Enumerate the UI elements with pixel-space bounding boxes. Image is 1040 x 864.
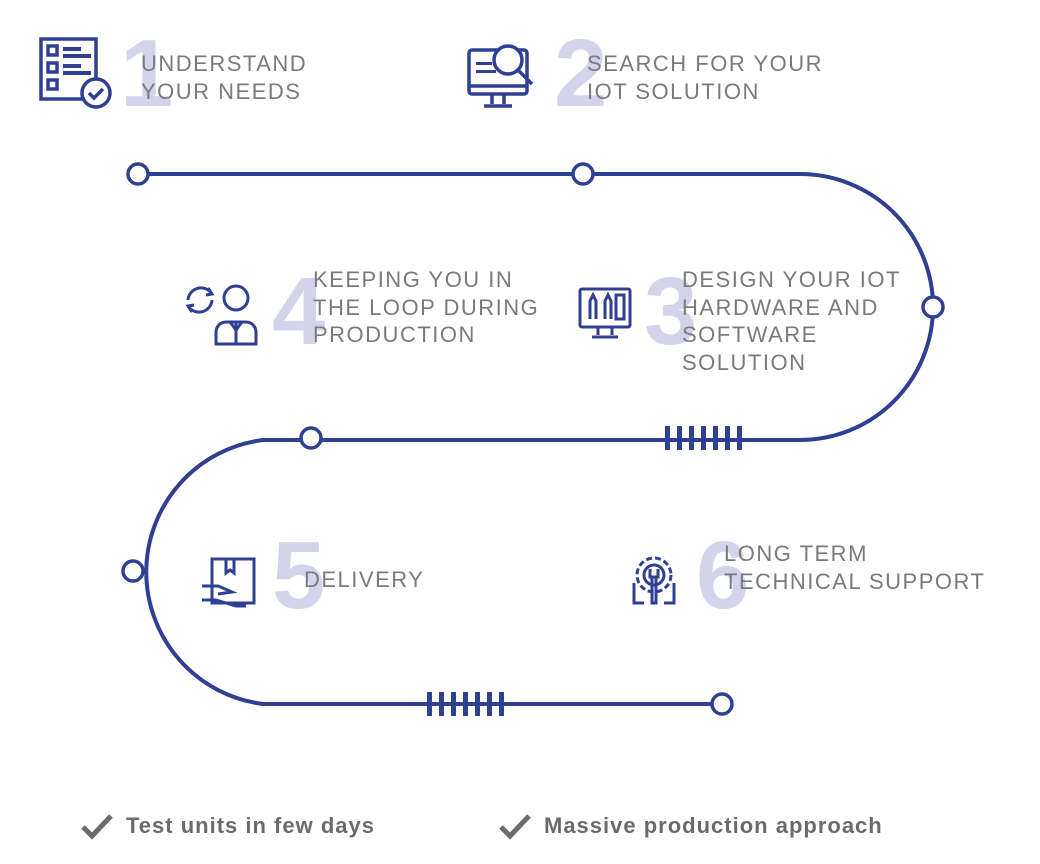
feature-item-1: Test units in few days [80, 812, 375, 840]
step-number-1: 1 [120, 20, 174, 127]
person-sync-icon [185, 284, 258, 346]
design-monitor-icon [578, 287, 632, 339]
node-3 [921, 295, 945, 319]
hatch-block-1 [665, 426, 742, 450]
hatch-block-2 [427, 692, 504, 716]
node-1 [126, 162, 150, 186]
step-label-2: SEARCH FOR YOUR IOT SOLUTION [587, 51, 824, 104]
step-label-5: DELIVERY [304, 567, 425, 592]
step-label-6: LONG TERM TECHNICAL SUPPORT [724, 541, 986, 594]
checklist-icon [39, 37, 112, 109]
checkmark-icon [499, 814, 531, 840]
package-hand-icon [202, 557, 256, 608]
node-2 [571, 162, 595, 186]
feature-item-2: Massive production approach [498, 812, 883, 840]
node-6 [710, 692, 734, 716]
step-number-6: 6 [696, 522, 750, 629]
path-line [138, 172, 935, 706]
monitor-search-icon [467, 44, 534, 108]
step-label-4: KEEPING YOU IN THE LOOP DURING PRODUCTIO… [313, 267, 540, 347]
step-number-3: 3 [644, 258, 698, 365]
feature-label-1: Test units in few days [126, 813, 375, 838]
gear-wrench-icon [632, 556, 676, 605]
feature-label-2: Massive production approach [544, 813, 883, 838]
step-number-5: 5 [272, 522, 326, 629]
step-number-4: 4 [272, 258, 326, 365]
node-4 [299, 426, 323, 450]
checkmark-icon [81, 814, 113, 840]
step-label-3: DESIGN YOUR IOT HARDWARE AND SOFTWARE SO… [682, 267, 901, 375]
node-5 [121, 559, 145, 583]
step-label-1: UNDERSTAND YOUR NEEDS [141, 51, 308, 104]
step-number-2: 2 [554, 20, 608, 127]
